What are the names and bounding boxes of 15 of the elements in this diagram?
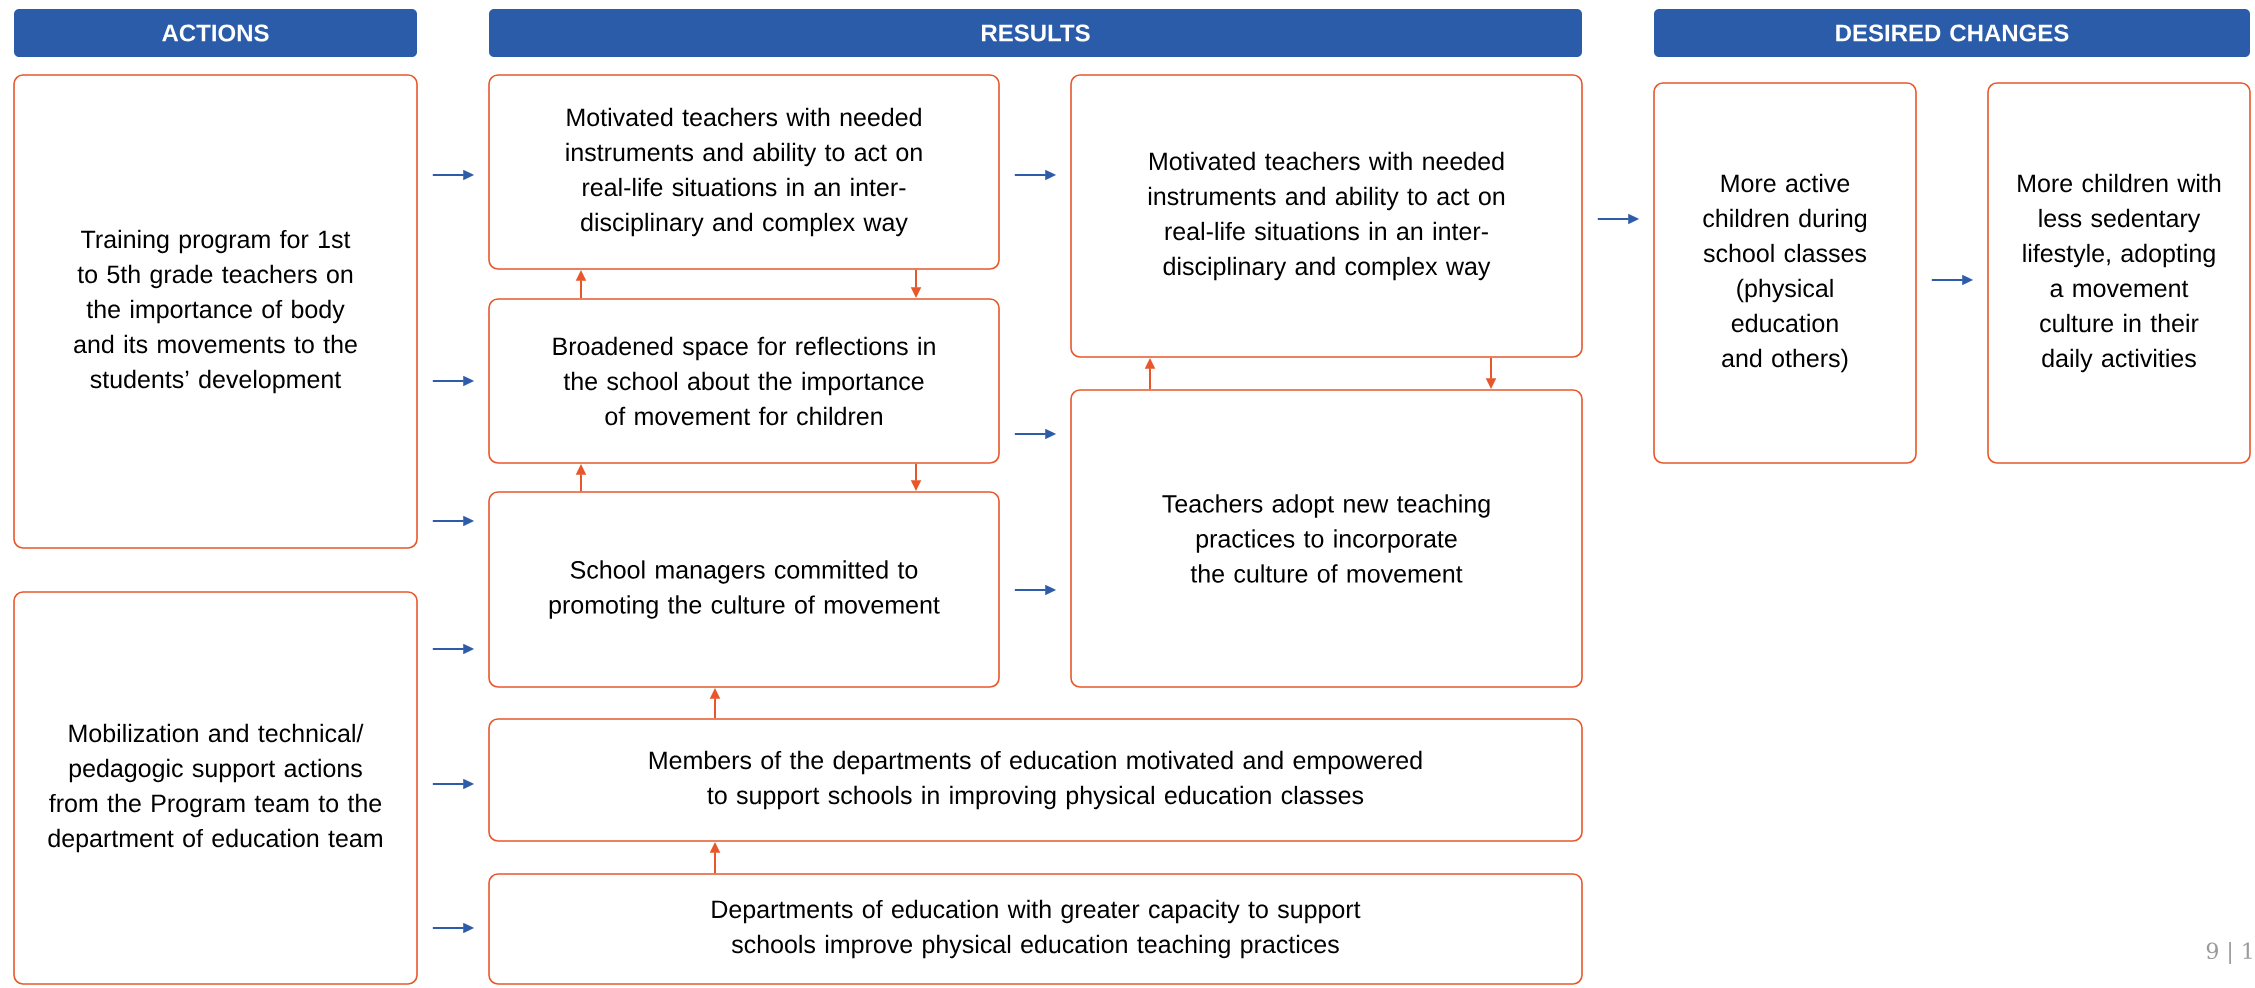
action-box: Training program for 1st to 5th grade teachers on the importance of body and its movements to the students’ development bbox=[13, 74, 418, 549]
result-box: Departments of education with greater capacity to support schools improve physical education teaching practices bbox=[488, 873, 1583, 985]
action-box: Mobilization and technical/ pedagogic support actions from the Program team to the department of education team bbox=[13, 591, 418, 985]
change-box: More children with less sedentary lifestyle, adopting a movement culture in their daily activities bbox=[1987, 82, 2251, 464]
result-box: School managers committed to promoting the culture of movement bbox=[488, 491, 1000, 688]
header-banner: RESULTS bbox=[489, 9, 1582, 57]
page-number: 9 | 1 bbox=[2206, 942, 2252, 964]
result-box: Members of the departments of education motivated and empowered to support schools in improving physical education classes bbox=[488, 718, 1583, 842]
result-box: Teachers adopt new teaching practices to incorporate the culture of movement bbox=[1070, 389, 1583, 688]
result-box: Broadened space for reflections in the school about the importance of movement for children bbox=[488, 298, 1000, 464]
result-box: Motivated teachers with needed instruments and ability to act on real-life situations in an inter-disciplinary and complex way bbox=[488, 74, 1000, 270]
result-box: Motivated teachers with needed instruments and ability to act on real-life situations in an inter-disciplinary and complex way bbox=[1070, 74, 1583, 358]
change-box: More active children during school classes (physical education and others) bbox=[1653, 82, 1917, 464]
header-banner: DESIRED CHANGES bbox=[1654, 9, 2250, 57]
header-banner: ACTIONS bbox=[14, 9, 417, 57]
